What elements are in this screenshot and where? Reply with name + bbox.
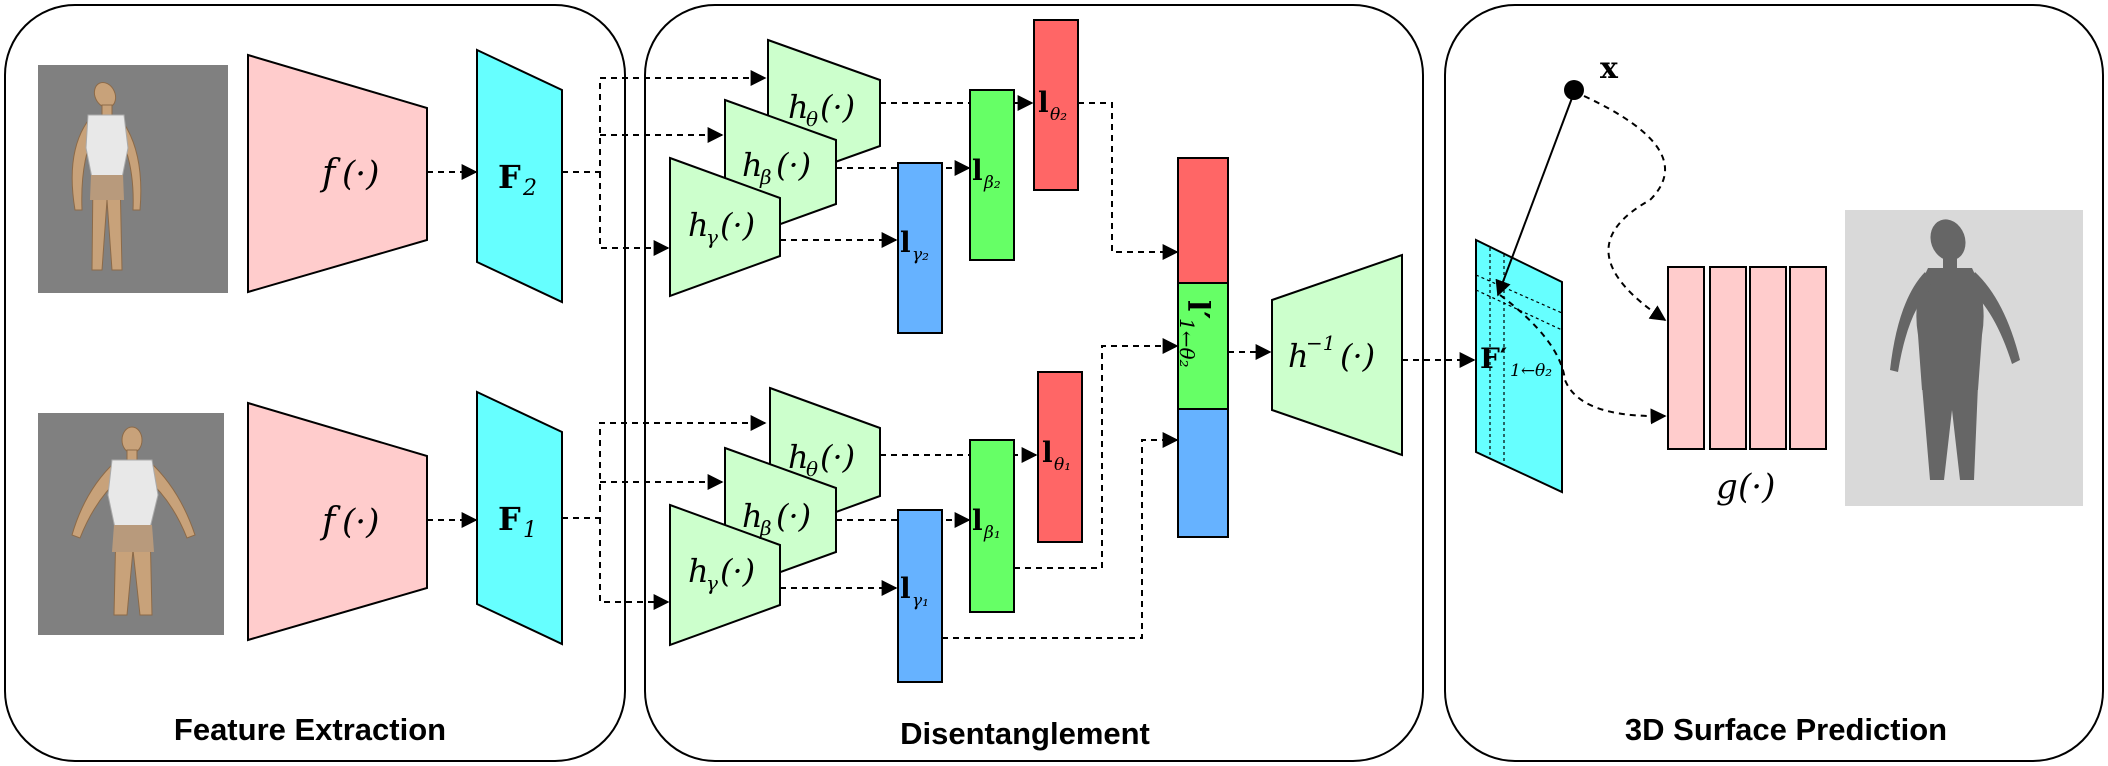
svg-text:l: l bbox=[972, 504, 983, 537]
svg-text:(·): (·) bbox=[1738, 467, 1775, 507]
hgamma-top-arg: (·) bbox=[720, 206, 755, 244]
svg-text:γ₂: γ₂ bbox=[912, 245, 929, 265]
query-point bbox=[1564, 80, 1584, 100]
svg-text:l′: l′ bbox=[1180, 300, 1215, 319]
input-image-apose bbox=[38, 413, 224, 635]
svg-text:F: F bbox=[498, 500, 521, 538]
svg-text:(·): (·) bbox=[342, 502, 379, 542]
feature-map-f2: F 2 bbox=[476, 48, 563, 304]
svg-text:l: l bbox=[900, 572, 911, 605]
latent-beta2: l β₂ bbox=[969, 89, 1015, 261]
svg-text:F: F bbox=[498, 158, 521, 196]
query-point-label: x bbox=[1600, 51, 1619, 86]
latent-theta2: l θ₂ bbox=[1033, 19, 1079, 191]
hbeta-top-sub: β bbox=[759, 165, 772, 189]
htheta-bottom-sub: θ bbox=[806, 457, 818, 481]
combined-latent: l′ 1←θ₂ bbox=[1175, 157, 1229, 538]
output-mesh bbox=[1845, 210, 2083, 506]
hgamma-top-sub: γ bbox=[706, 225, 718, 249]
svg-text:β₁: β₁ bbox=[983, 523, 1001, 543]
hbeta-bottom-sub: β bbox=[759, 516, 772, 540]
encoder-top: f (·) bbox=[247, 53, 428, 294]
svg-text:l: l bbox=[972, 154, 983, 187]
disentanglement-title: Disentanglement bbox=[900, 716, 1150, 751]
hbeta-top-label: h bbox=[742, 146, 763, 184]
svg-text:l: l bbox=[900, 226, 911, 259]
svg-text:g: g bbox=[1716, 467, 1738, 507]
svg-text:1: 1 bbox=[523, 518, 537, 543]
hgamma-bottom-sub: γ bbox=[706, 571, 718, 595]
htheta-bottom-arg: (·) bbox=[820, 438, 855, 476]
input-image-posed bbox=[38, 65, 228, 293]
svg-text:β₂: β₂ bbox=[983, 173, 1001, 193]
svg-text:γ₁: γ₁ bbox=[912, 591, 929, 611]
svg-text:(·): (·) bbox=[1340, 337, 1375, 375]
latent-gamma2: l γ₂ bbox=[897, 162, 943, 334]
svg-text:1←θ₂: 1←θ₂ bbox=[1510, 361, 1552, 381]
head-gamma-top bbox=[669, 156, 781, 298]
svg-text:l: l bbox=[1042, 436, 1053, 469]
arrow-ltheta2-to-combined bbox=[1078, 102, 1179, 260]
svg-text:(·): (·) bbox=[342, 154, 379, 194]
latent-beta1: l β₁ bbox=[969, 439, 1015, 613]
surface-prediction-title: 3D Surface Prediction bbox=[1625, 712, 1947, 747]
htheta-bottom-label: h bbox=[788, 438, 809, 476]
svg-text:θ₁: θ₁ bbox=[1054, 455, 1071, 475]
hgamma-bottom-label: h bbox=[688, 552, 709, 590]
head-gamma-bottom bbox=[669, 503, 781, 647]
inverse-network: h −1 (·) bbox=[1271, 253, 1403, 457]
svg-text:F′: F′ bbox=[1480, 342, 1507, 375]
svg-text:2: 2 bbox=[522, 176, 537, 201]
htheta-top-sub: θ bbox=[806, 107, 818, 131]
svg-text:1←θ₂: 1←θ₂ bbox=[1175, 318, 1199, 368]
feature-map-f1: F 1 bbox=[476, 390, 563, 646]
hbeta-bottom-label: h bbox=[742, 497, 763, 535]
svg-text:h: h bbox=[1288, 337, 1309, 375]
encoder-bottom: f (·) bbox=[247, 401, 428, 642]
arrow-f2-to-htheta bbox=[562, 70, 767, 173]
arrow-f1-to-hgamma bbox=[599, 518, 670, 610]
htheta-top-label: h bbox=[788, 88, 809, 126]
feature-extraction-title: Feature Extraction bbox=[174, 712, 446, 747]
decoder: g (·) bbox=[1667, 266, 1827, 507]
arrow-feature-to-decoder bbox=[1499, 294, 1667, 425]
fused-feature-map: F′ 1←θ₂ bbox=[1475, 238, 1563, 494]
svg-text:−1: −1 bbox=[1306, 331, 1335, 355]
hgamma-bottom-arg: (·) bbox=[720, 552, 755, 590]
hbeta-top-arg: (·) bbox=[776, 146, 811, 184]
query-projection-arrow bbox=[1495, 97, 1573, 297]
hbeta-bottom-arg: (·) bbox=[776, 497, 811, 535]
latent-gamma1: l γ₁ bbox=[897, 509, 943, 683]
latent-theta1: l θ₁ bbox=[1037, 371, 1083, 543]
htheta-top-arg: (·) bbox=[820, 88, 855, 126]
svg-text:θ₂: θ₂ bbox=[1050, 105, 1067, 125]
arrow-lbeta1-to-combined bbox=[1014, 338, 1179, 569]
hgamma-top-label: h bbox=[688, 206, 709, 244]
arrow-f2-to-hgamma bbox=[599, 172, 670, 256]
svg-text:l: l bbox=[1038, 86, 1049, 119]
arrow-lgamma1-to-combined bbox=[942, 432, 1179, 639]
